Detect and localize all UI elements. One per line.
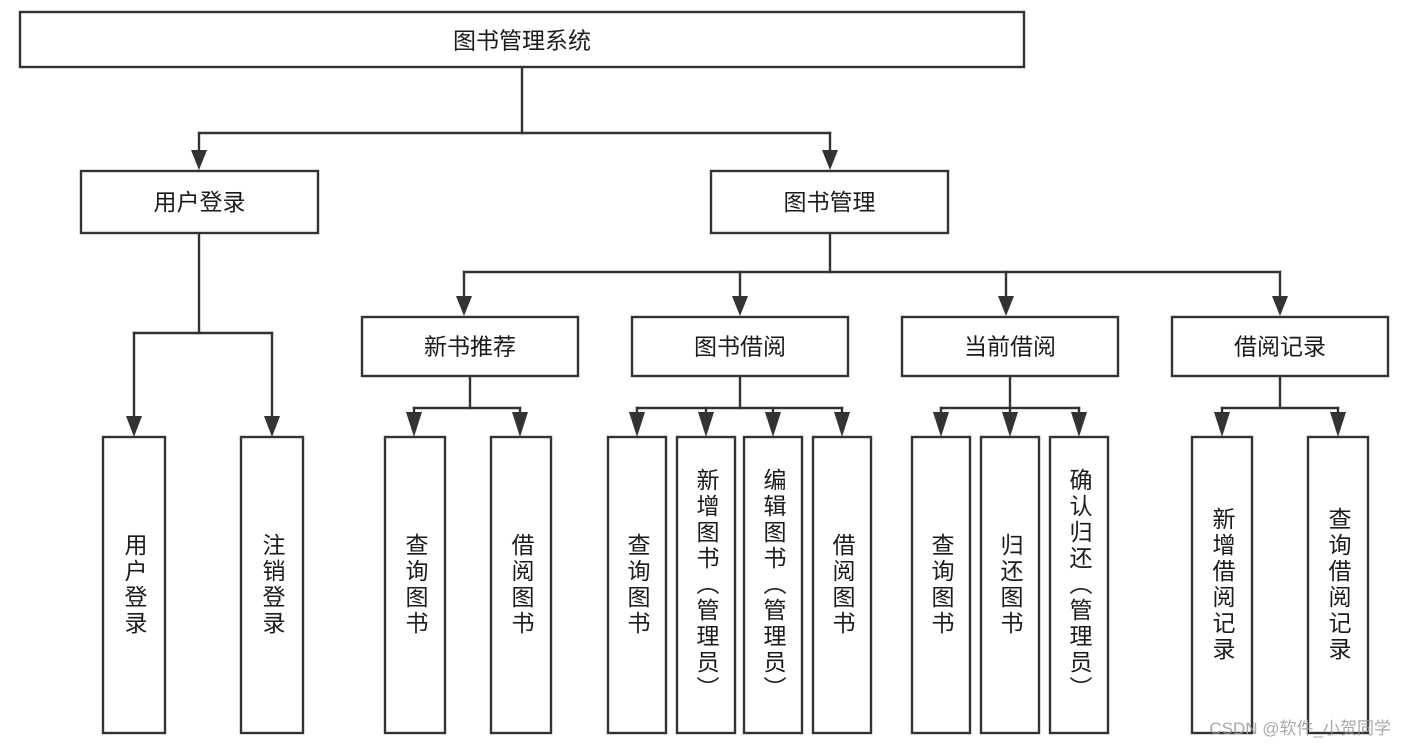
node-leaf-query-borrow-record-label: 查询借阅记录 xyxy=(1325,507,1352,663)
arrow-head-leaf-borrow-book-2 xyxy=(834,412,850,437)
node-leaf-confirm-return-box[interactable] xyxy=(1048,435,1110,735)
node-user-login-label: 用户登录 xyxy=(154,189,246,215)
node-leaf-user-login-box[interactable] xyxy=(101,435,167,735)
arrow-head-leaf-logout-login xyxy=(264,416,280,437)
arrow-head-leaf-return-book xyxy=(1002,412,1018,437)
connector-layer xyxy=(126,65,1346,437)
arrow-head-borrow-record xyxy=(1272,296,1288,316)
node-leaf-query-book-2-box[interactable] xyxy=(606,435,668,735)
node-leaf-edit-book-box[interactable] xyxy=(742,435,804,735)
node-root-box[interactable] xyxy=(18,10,1026,69)
node-leaf-add-borrow-record[interactable]: 新增借阅记录 xyxy=(1190,435,1254,735)
arrow-head-leaf-query-book-1 xyxy=(406,412,422,437)
arrow-head-leaf-user-login xyxy=(126,416,142,437)
node-leaf-borrow-book-1-box[interactable] xyxy=(489,435,553,735)
node-new-book-recommend[interactable]: 新书推荐 xyxy=(360,315,580,378)
node-leaf-query-book-1[interactable]: 查询图书 xyxy=(383,435,447,735)
node-book-management[interactable]: 图书管理 xyxy=(709,169,950,235)
arrow-head-leaf-query-book-3 xyxy=(933,412,949,437)
arrow-head-leaf-query-book-2 xyxy=(629,412,645,437)
node-leaf-edit-book[interactable]: 编辑图书（管理员） xyxy=(742,435,804,735)
node-book-borrow-label: 图书借阅 xyxy=(694,334,786,360)
node-leaf-add-borrow-record-box[interactable] xyxy=(1190,435,1254,735)
node-leaf-logout-login-box[interactable] xyxy=(239,435,305,735)
node-leaf-logout-login[interactable]: 注销登录 xyxy=(239,435,305,735)
node-leaf-query-borrow-record-box[interactable] xyxy=(1306,435,1370,735)
arrow-head-user-login xyxy=(191,150,207,170)
node-leaf-query-book-3[interactable]: 查询图书 xyxy=(910,435,972,735)
node-leaf-query-book-2[interactable]: 查询图书 xyxy=(606,435,668,735)
node-leaf-query-book-1-label: 查询图书 xyxy=(402,533,429,637)
node-user-login[interactable]: 用户登录 xyxy=(79,169,320,235)
arrow-head-current-borrow xyxy=(998,296,1014,316)
arrow-head-new-book-recommend xyxy=(456,296,472,316)
node-leaf-query-book-3-box[interactable] xyxy=(910,435,972,735)
node-root[interactable]: 图书管理系统 xyxy=(18,10,1026,69)
node-leaf-borrow-book-2[interactable]: 借阅图书 xyxy=(811,435,873,735)
node-current-borrow[interactable]: 当前借阅 xyxy=(900,315,1120,378)
node-book-management-label: 图书管理 xyxy=(784,189,876,215)
node-leaf-query-book-3-label: 查询图书 xyxy=(928,533,955,637)
node-leaf-confirm-return-label: 确认归还（管理员） xyxy=(1066,468,1093,702)
node-leaf-logout-login-label: 注销登录 xyxy=(259,533,286,637)
node-borrow-record-box[interactable] xyxy=(1170,315,1390,378)
node-new-book-recommend-label: 新书推荐 xyxy=(424,334,516,360)
node-leaf-add-book[interactable]: 新增图书（管理员） xyxy=(675,435,737,735)
node-leaf-borrow-book-1-label: 借阅图书 xyxy=(508,533,535,637)
node-borrow-record-label: 借阅记录 xyxy=(1234,334,1326,360)
node-leaf-borrow-book-2-label: 借阅图书 xyxy=(829,533,856,637)
node-leaf-return-book[interactable]: 归还图书 xyxy=(979,435,1041,735)
node-leaf-add-book-box[interactable] xyxy=(675,435,737,735)
node-book-borrow-box[interactable] xyxy=(630,315,850,378)
arrow-head-leaf-edit-book xyxy=(765,412,781,437)
arrow-head-book-management xyxy=(822,150,838,170)
arrow-head-leaf-add-book xyxy=(698,412,714,437)
node-current-borrow-box[interactable] xyxy=(900,315,1120,378)
node-book-borrow[interactable]: 图书借阅 xyxy=(630,315,850,378)
node-book-management-box[interactable] xyxy=(709,169,950,235)
arrow-head-leaf-confirm-return xyxy=(1071,412,1087,437)
node-leaf-query-book-2-label: 查询图书 xyxy=(624,533,651,637)
node-leaf-query-borrow-record[interactable]: 查询借阅记录 xyxy=(1306,435,1370,735)
node-current-borrow-label: 当前借阅 xyxy=(964,334,1056,360)
node-leaf-user-login-label: 用户登录 xyxy=(121,533,148,637)
node-user-login-box[interactable] xyxy=(79,169,320,235)
arrow-head-leaf-query-borrow-record xyxy=(1330,412,1346,437)
node-leaf-return-book-box[interactable] xyxy=(979,435,1041,735)
node-leaf-add-borrow-record-label: 新增借阅记录 xyxy=(1209,507,1236,663)
node-new-book-recommend-box[interactable] xyxy=(360,315,580,378)
node-leaf-borrow-book-2-box[interactable] xyxy=(811,435,873,735)
node-leaf-borrow-book-1[interactable]: 借阅图书 xyxy=(489,435,553,735)
node-leaf-user-login[interactable]: 用户登录 xyxy=(101,435,167,735)
node-leaf-confirm-return[interactable]: 确认归还（管理员） xyxy=(1048,435,1110,735)
node-leaf-query-book-1-box[interactable] xyxy=(383,435,447,735)
arrow-head-leaf-add-borrow-record xyxy=(1214,412,1230,437)
arrow-head-book-borrow xyxy=(732,296,748,316)
node-borrow-record[interactable]: 借阅记录 xyxy=(1170,315,1390,378)
arrow-head-leaf-borrow-book-1 xyxy=(512,412,528,437)
node-leaf-add-book-label: 新增图书（管理员） xyxy=(693,468,720,702)
node-leaf-return-book-label: 归还图书 xyxy=(997,533,1024,637)
node-leaf-edit-book-label: 编辑图书（管理员） xyxy=(760,468,787,702)
node-root-label: 图书管理系统 xyxy=(453,28,591,54)
